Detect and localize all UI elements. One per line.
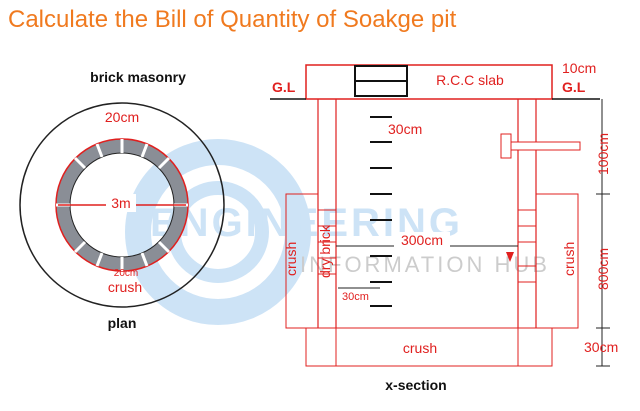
plan-crush-label: crush xyxy=(108,279,142,295)
gl-right-label: G.L xyxy=(562,79,586,95)
inlet-pipe-flange xyxy=(500,133,512,159)
plan-dim-wall: 20cm xyxy=(105,109,139,125)
crush-left-label: crush xyxy=(283,242,299,276)
dim-300cm-bg xyxy=(394,232,450,248)
slab-label: R.C.C slab xyxy=(436,72,504,88)
plan-heading: brick masonry xyxy=(90,69,186,85)
plan-view: brick masonry 20cm 3m 20cm crush plan xyxy=(19,69,225,331)
dim-30cm-side: 30cm xyxy=(342,291,369,303)
watermark-ring-outer xyxy=(125,139,311,325)
dim-100cm: 100cm xyxy=(595,133,611,175)
plan-dim-dia: 3m xyxy=(111,195,130,211)
dim-30cm-bottom: 30cm xyxy=(584,339,618,355)
crush-bottom-label: crush xyxy=(403,340,437,356)
page-title: Calculate the Bill of Quantity of Soakge… xyxy=(8,6,457,33)
plan-outer-circle xyxy=(19,102,225,308)
plan-dim-inner: 20cm xyxy=(114,268,138,279)
dry-brick-courses xyxy=(318,209,536,283)
plan-dim-dia-bg xyxy=(106,194,136,212)
pit-interior-dashes xyxy=(370,116,392,307)
inlet-pipe xyxy=(507,141,581,151)
watermark-text-line2: INFORMATION HUB xyxy=(300,252,550,277)
plan-caption: plan xyxy=(108,315,137,331)
x-section-view: R.C.C slab G.L G.L 10cm c xyxy=(270,60,618,393)
dim-800cm: 800cm xyxy=(595,248,611,290)
dry-brick-label: dry brick xyxy=(317,224,333,278)
crush-layer-right xyxy=(535,193,579,329)
section-caption: x-section xyxy=(385,377,446,393)
crush-right-label: crush xyxy=(561,242,577,276)
gl-left-label: G.L xyxy=(272,79,296,95)
dim-300cm: 300cm xyxy=(401,232,443,248)
crush-layer-bottom xyxy=(305,327,553,367)
rcc-slab xyxy=(305,64,553,100)
dim-30cm-top: 30cm xyxy=(388,121,422,137)
slab-thickness-label: 10cm xyxy=(562,60,596,76)
dim-300cm-arrow-icon xyxy=(506,252,514,262)
crush-layer-left xyxy=(285,193,319,329)
